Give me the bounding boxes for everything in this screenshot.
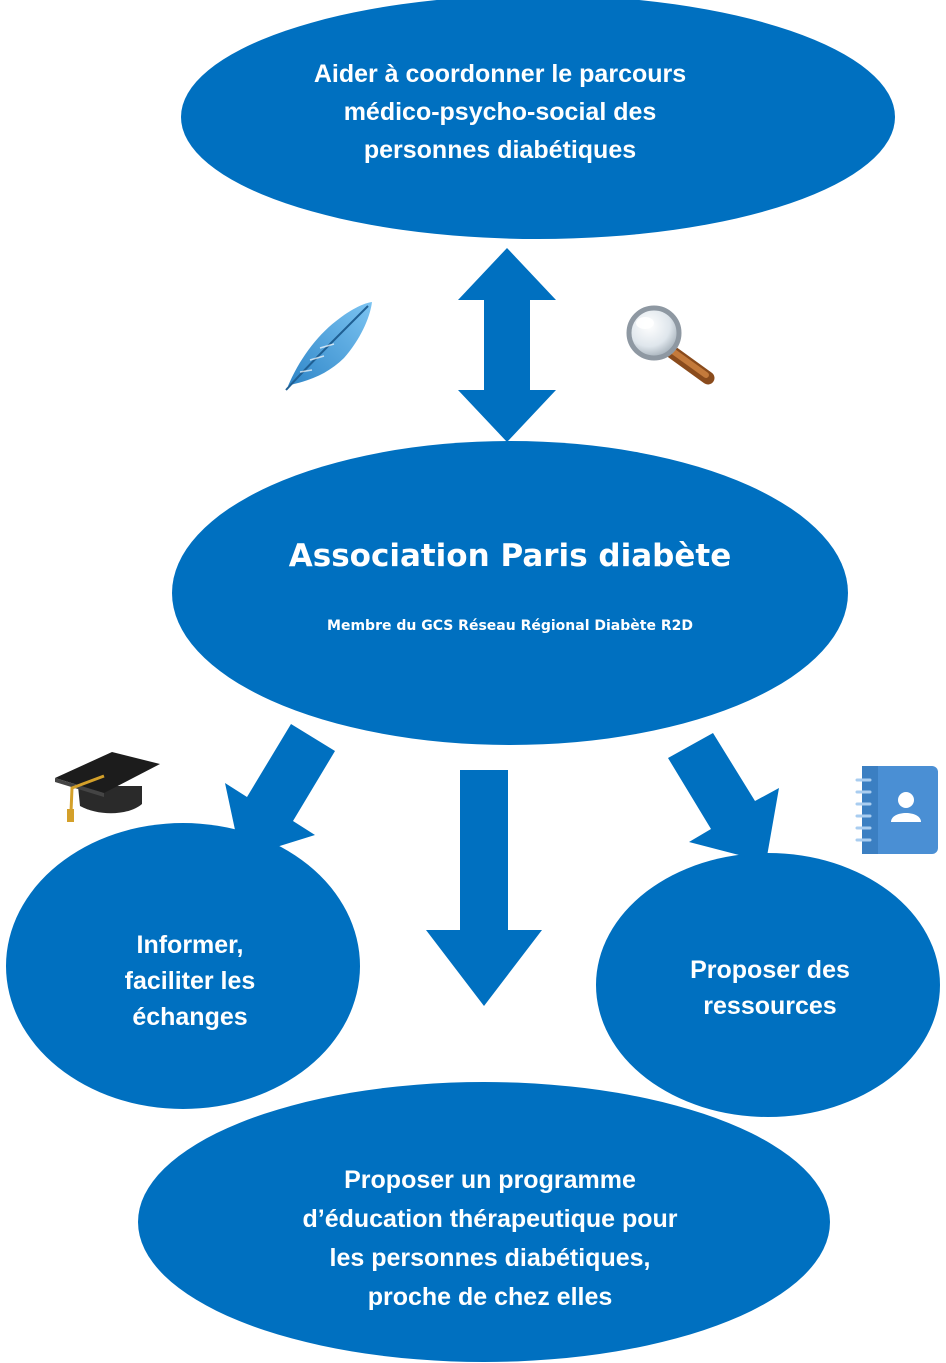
left-line-1: Informer, xyxy=(136,931,244,959)
feather-icon xyxy=(285,302,372,391)
graduation-cap-icon xyxy=(55,752,160,822)
arrow-down-left xyxy=(225,724,335,858)
top-line-1: Aider à coordonner le parcours xyxy=(313,60,687,88)
left-line-3: échanges xyxy=(132,1003,248,1031)
center-title: Association Paris diabète xyxy=(288,538,732,574)
bottom-line-3: les personnes diabétiques, xyxy=(329,1244,651,1272)
center-oval xyxy=(172,441,848,745)
magnifying-glass-icon xyxy=(626,305,715,385)
left-oval xyxy=(6,823,360,1109)
top-line-3: personnes diabétiques xyxy=(363,136,637,164)
double-arrow xyxy=(458,248,556,442)
left-line-2: faciliter les xyxy=(124,967,256,995)
top-oval xyxy=(181,0,895,239)
contact-book-icon xyxy=(855,766,938,854)
bottom-oval xyxy=(138,1082,830,1362)
right-line-1: Proposer des xyxy=(690,956,850,984)
right-oval xyxy=(596,853,940,1117)
right-oval-text: Proposer des ressources xyxy=(620,952,920,1024)
arrow-down-right xyxy=(668,733,779,862)
bottom-line-1: Proposer un programme xyxy=(344,1166,636,1194)
right-line-2: ressources xyxy=(703,992,837,1020)
left-oval-text: Informer, faciliter les échanges xyxy=(50,927,330,1035)
bottom-oval-text: Proposer un programme d’éducation thérap… xyxy=(200,1161,780,1317)
top-line-2: médico-psycho-social des xyxy=(343,98,657,126)
arrow-down xyxy=(426,770,542,1006)
top-oval-text: Aider à coordonner le parcours médico-ps… xyxy=(250,55,750,169)
center-subtitle: Membre du GCS Réseau Régional Diabète R2… xyxy=(327,618,693,634)
bottom-line-4: proche de chez elles xyxy=(367,1283,613,1311)
bottom-line-2: d’éducation thérapeutique pour xyxy=(302,1205,678,1233)
